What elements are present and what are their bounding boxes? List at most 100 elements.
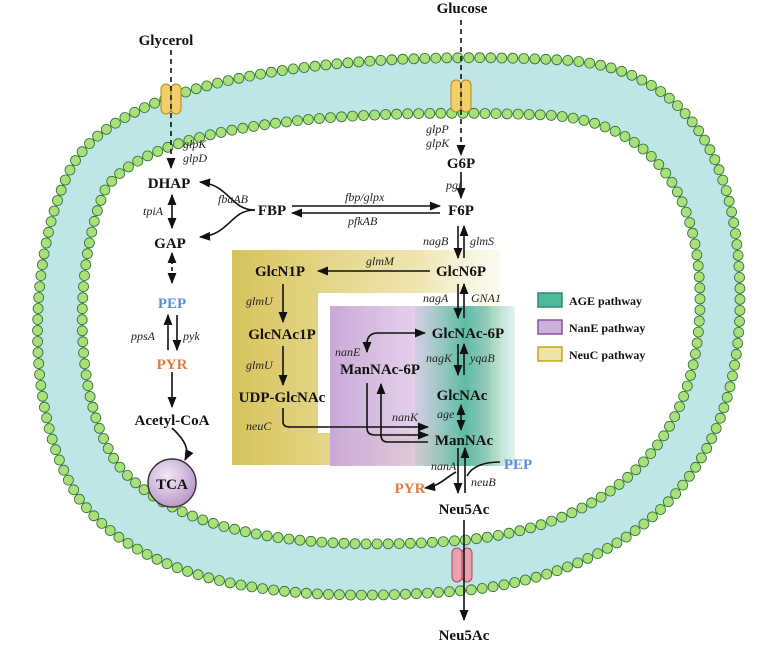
lipid-head	[45, 216, 57, 228]
lipid-head	[530, 571, 542, 583]
gap-label: GAP	[154, 236, 186, 252]
lipid-head	[629, 525, 641, 537]
lipid-head	[426, 536, 438, 548]
enzyme-pfkab: pfkAB	[347, 214, 378, 228]
acetylcoa-label: Acetyl-CoA	[135, 413, 210, 429]
lipid-head	[448, 535, 460, 547]
lipid-head	[664, 420, 675, 432]
lipid-head	[265, 66, 277, 78]
lipid-head	[344, 589, 356, 601]
enzyme-glmu2: glmU	[246, 358, 274, 372]
lipid-head	[481, 531, 493, 543]
glcnac6p-label: GlcNAc-6P	[432, 326, 504, 342]
enzyme-nagb: nagB	[423, 234, 449, 248]
lipid-head	[443, 586, 455, 598]
lipid-head	[636, 74, 648, 86]
lipid-head	[399, 588, 411, 600]
lipid-head	[669, 411, 681, 423]
lipid-head	[459, 534, 471, 546]
glcnac6p-mannac6p-arrow	[362, 328, 427, 354]
lipid-head	[637, 143, 649, 155]
lipid-head	[686, 116, 698, 128]
lipid-head	[732, 337, 744, 349]
lipid-head	[192, 569, 204, 581]
legend-label-age: AGE pathway	[569, 294, 642, 308]
lipid-head	[413, 108, 425, 119]
lipid-head	[333, 589, 345, 601]
pep-label: PEP	[158, 296, 186, 312]
lipid-head	[235, 579, 247, 591]
lipid-head	[701, 442, 713, 454]
lipid-head	[43, 226, 54, 238]
lipid-head	[106, 175, 118, 187]
lipid-head	[576, 502, 588, 514]
lipid-head	[358, 110, 369, 121]
tca-cycle-icon	[147, 458, 197, 508]
lipid-head	[693, 125, 705, 137]
lipid-head	[529, 53, 541, 65]
lipid-head	[114, 461, 126, 473]
neub-pep-arrow	[466, 461, 501, 477]
lipid-head	[692, 260, 704, 272]
lipid-head	[613, 478, 625, 490]
legend-swatch-age	[537, 292, 563, 308]
lipid-head	[512, 108, 524, 120]
lipid-head	[408, 53, 420, 65]
enzyme-glpk1: glpK	[183, 137, 207, 151]
lipid-head	[645, 448, 657, 460]
g6p-label: G6P	[447, 156, 475, 172]
lipid-head	[421, 587, 433, 599]
lipid-head	[523, 109, 535, 120]
lipid-head	[212, 77, 223, 89]
lipid-head	[589, 117, 600, 129]
lipid-head	[430, 52, 442, 64]
lipid-head	[380, 109, 392, 120]
lipid-head	[287, 63, 299, 75]
lipid-head	[684, 217, 696, 229]
lipid-head	[342, 57, 354, 69]
neu5ac-label: Neu5Ac	[439, 502, 490, 518]
lipid-head	[244, 70, 256, 82]
lipid-head	[78, 347, 89, 359]
lipid-head	[203, 572, 215, 584]
lipid-head	[468, 107, 480, 119]
glycerol-transporter-icon	[160, 83, 182, 115]
lipid-head	[689, 238, 701, 250]
lipid-head	[605, 62, 617, 74]
lipid-head	[283, 533, 295, 545]
legend-item-neuc: NeuC pathway	[537, 346, 645, 362]
lipid-head	[100, 123, 112, 135]
lipid-head	[655, 86, 666, 97]
lipid-head	[172, 138, 184, 150]
lipid-head	[674, 401, 685, 413]
lipid-head	[490, 108, 502, 119]
lipid-head	[463, 52, 475, 64]
enzyme-glmm: glmM	[366, 254, 395, 268]
enzyme-ppsa: ppsA	[130, 329, 156, 343]
lipid-head	[653, 159, 665, 170]
lipid-head	[187, 510, 198, 522]
lipid-head	[119, 112, 131, 123]
lipid-head	[87, 401, 99, 413]
acetylcoa-tca-arrow	[171, 427, 194, 462]
lipid-head	[573, 56, 585, 67]
lipid-head	[391, 108, 403, 120]
lipid-head	[201, 80, 213, 92]
lipid-head	[599, 121, 611, 133]
enzyme-gna1: GNA1	[471, 291, 501, 305]
pyr-label: PYR	[157, 357, 188, 373]
lipid-head	[122, 538, 134, 549]
lipid-head	[218, 521, 230, 532]
lipid-head	[298, 62, 310, 73]
lipid-head	[37, 390, 48, 402]
lipid-head	[46, 433, 58, 445]
lipid-head	[415, 537, 427, 549]
lipid-head	[190, 83, 202, 95]
lipid-head	[728, 217, 740, 229]
lipid-head	[215, 126, 227, 138]
lipid-head	[84, 391, 96, 402]
lipid-head	[734, 271, 745, 283]
lipid-head	[479, 108, 491, 119]
udpglcnac-label: UDP-GlcNAc	[239, 390, 326, 406]
lipid-head	[222, 75, 234, 86]
